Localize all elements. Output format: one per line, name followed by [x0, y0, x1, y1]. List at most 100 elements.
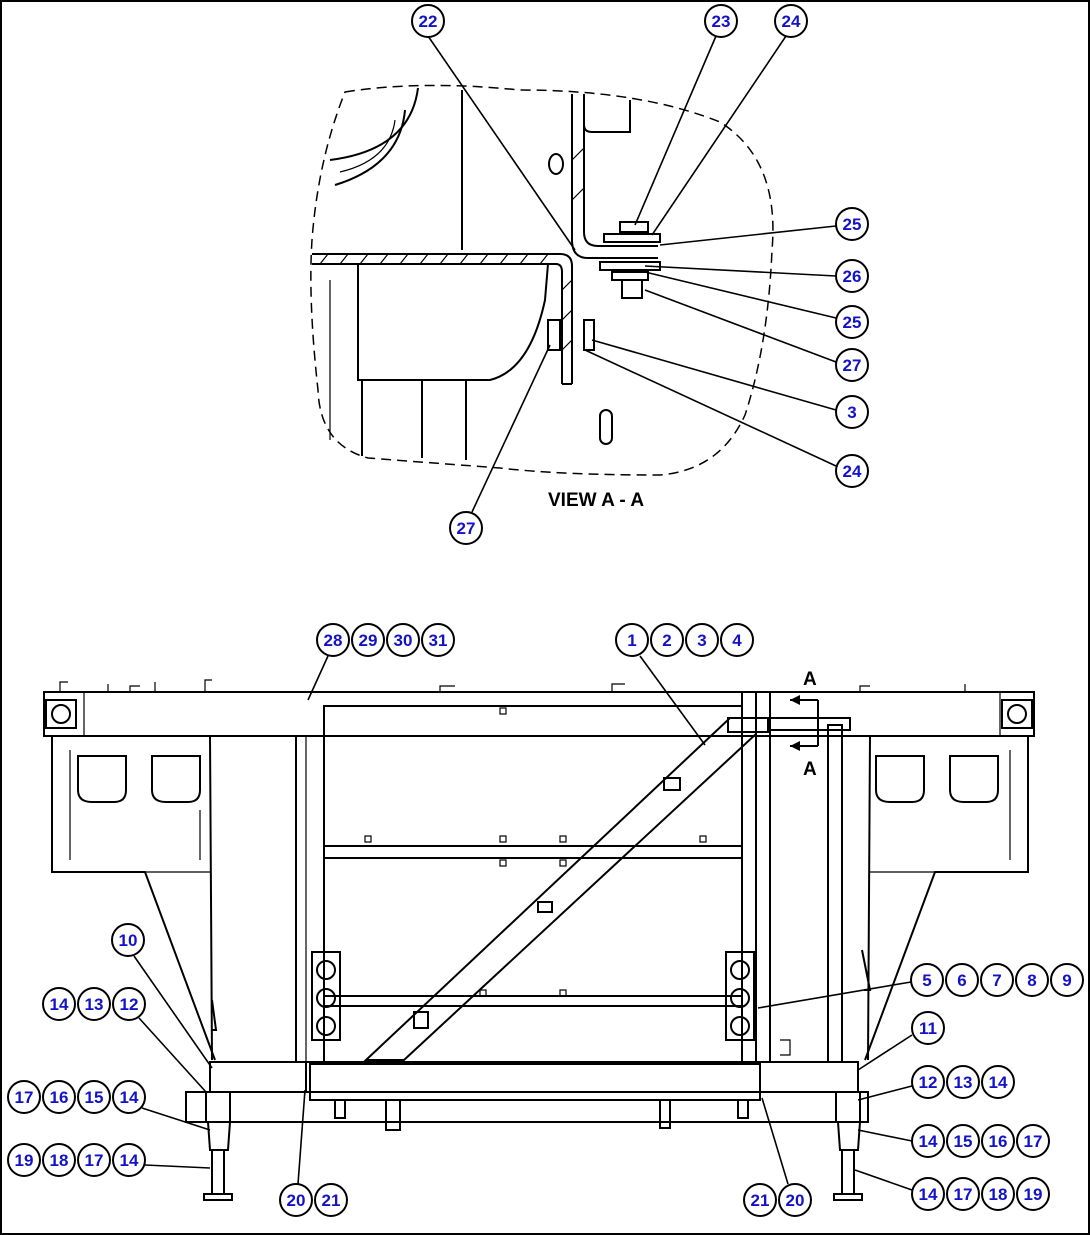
section-mark-top: A [803, 669, 817, 690]
balloon-circle [946, 1065, 980, 1099]
balloon-label: 17 [15, 1088, 34, 1107]
leader-line-14 [144, 1164, 211, 1169]
balloon-circle [421, 623, 455, 657]
balloon-label: 5 [922, 971, 931, 990]
callout-18: 18 [42, 1143, 76, 1177]
leader-line-3 [591, 339, 837, 411]
balloon-label: 27 [457, 519, 476, 538]
balloon-label: 22 [419, 12, 438, 31]
callout-24: 24 [774, 4, 808, 38]
leader-line-27 [471, 344, 551, 513]
balloon-label: 16 [50, 1088, 69, 1107]
balloon-circle [911, 1011, 945, 1045]
balloon-label: 28 [324, 631, 343, 650]
frame-assembly-view: A A [43, 669, 1035, 1201]
balloon-label: 2 [662, 631, 671, 650]
balloon-circle [77, 1080, 111, 1114]
callout-3: 3 [835, 395, 869, 429]
callout-12: 12 [112, 987, 146, 1021]
balloon-circle [835, 395, 869, 429]
balloon-circle [720, 623, 754, 657]
leader-line-23 [634, 35, 717, 226]
balloon-circle [351, 623, 385, 657]
balloon-circle [911, 1177, 945, 1211]
balloon-circle [42, 1080, 76, 1114]
balloon-circle [77, 1143, 111, 1177]
balloon-label: 18 [989, 1185, 1008, 1204]
balloon-label: 15 [954, 1132, 973, 1151]
balloon-label: 19 [15, 1151, 34, 1170]
callout-8: 8 [1015, 963, 1049, 997]
balloon-circle [314, 1183, 348, 1217]
balloon-label: 11 [919, 1019, 937, 1038]
balloon-circle [1015, 963, 1049, 997]
balloon-circle [911, 1065, 945, 1099]
balloon-circle [704, 4, 738, 38]
leader-line-5 [757, 981, 912, 1009]
balloon-circle [835, 348, 869, 382]
balloon-circle [279, 1183, 313, 1217]
callout-27: 27 [449, 511, 483, 545]
leader-line-12 [857, 1085, 913, 1101]
leader-line-20 [297, 1089, 306, 1185]
callout-21: 21 [314, 1183, 348, 1217]
callout-15: 15 [77, 1080, 111, 1114]
leader-line-22 [427, 35, 576, 251]
callout-23: 23 [704, 4, 738, 38]
leader-line-12 [138, 1017, 207, 1093]
callout-17: 17 [7, 1080, 41, 1114]
balloon-label: 3 [847, 403, 856, 422]
callout-12: 12 [911, 1065, 945, 1099]
leader-line-14 [141, 1107, 211, 1131]
leader-line-26 [644, 265, 837, 277]
callout-18: 18 [981, 1177, 1015, 1211]
callout-9: 9 [1050, 963, 1084, 997]
callout-17: 17 [1016, 1124, 1050, 1158]
leader-line-25 [659, 225, 837, 246]
balloon-circle [743, 1183, 777, 1217]
balloon-label: 26 [843, 267, 862, 286]
callout-19: 19 [1016, 1177, 1050, 1211]
balloon-circle [1016, 1124, 1050, 1158]
balloon-label: 14 [919, 1132, 938, 1151]
callout-22: 22 [411, 4, 445, 38]
balloon-label: 25 [843, 313, 862, 332]
balloon-circle [111, 923, 145, 957]
balloon-label: 16 [989, 1132, 1008, 1151]
leader-line-14 [857, 1129, 913, 1142]
leader-line-1 [639, 655, 706, 746]
balloon-label: 24 [782, 12, 801, 31]
balloon-label: 12 [919, 1073, 938, 1092]
balloon-circle [1016, 1177, 1050, 1211]
leader-line-28 [307, 655, 329, 701]
balloon-label: 12 [120, 995, 139, 1014]
view-label: VIEW A - A [548, 490, 644, 511]
balloon-label: 6 [957, 971, 966, 990]
callout-31: 31 [421, 623, 455, 657]
balloon-circle [981, 1124, 1015, 1158]
callout-5: 5 [910, 963, 944, 997]
callout-26: 26 [835, 259, 869, 293]
callout-14: 14 [911, 1177, 945, 1211]
balloon-label: 8 [1027, 971, 1036, 990]
balloon-label: 20 [786, 1191, 805, 1210]
balloon-label: 23 [712, 12, 731, 31]
leader-line-25 [644, 271, 837, 319]
balloon-circle [386, 623, 420, 657]
balloon-circle [774, 4, 808, 38]
balloon-circle [980, 963, 1014, 997]
callout-21: 21 [743, 1183, 777, 1217]
balloon-label: 31 [429, 631, 448, 650]
callout-17: 17 [77, 1143, 111, 1177]
balloon-circle [911, 1124, 945, 1158]
balloon-label: 10 [119, 931, 138, 950]
balloon-label: 21 [751, 1191, 770, 1210]
callout-14: 14 [112, 1143, 146, 1177]
balloon-circle [685, 623, 719, 657]
callout-28: 28 [316, 623, 350, 657]
callout-14: 14 [981, 1065, 1015, 1099]
balloon-circle [7, 1143, 41, 1177]
callout-20: 20 [778, 1183, 812, 1217]
balloon-circle [42, 1143, 76, 1177]
